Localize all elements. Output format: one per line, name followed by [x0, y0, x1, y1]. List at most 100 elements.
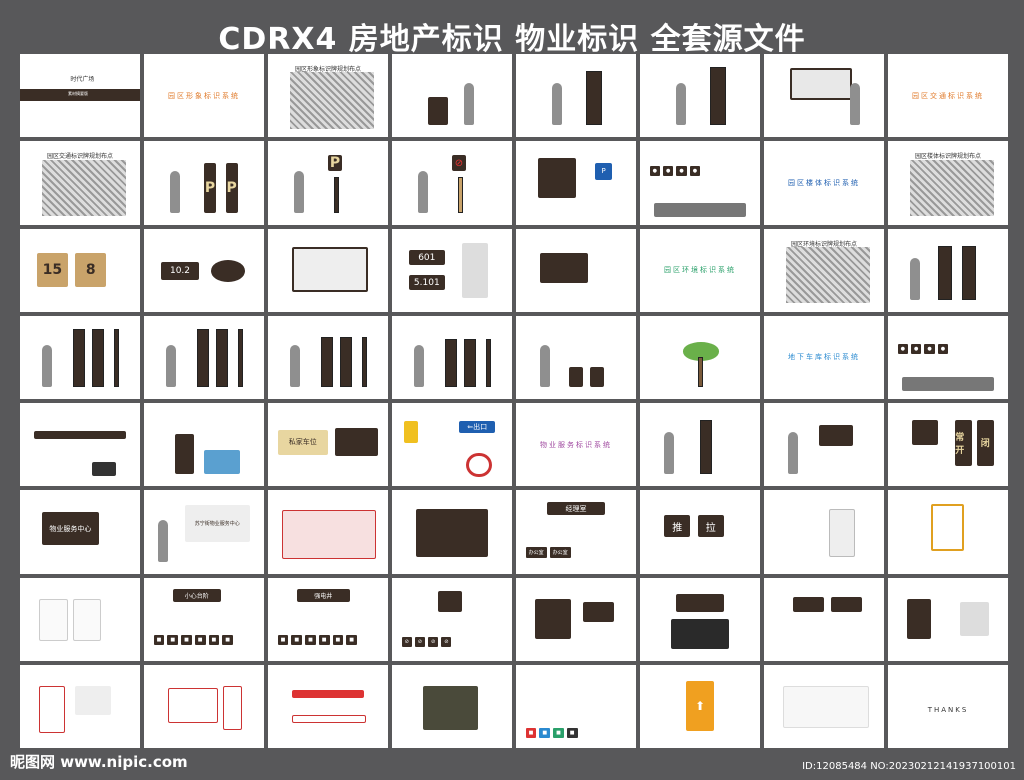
document-page [39, 599, 68, 642]
garage-base [902, 377, 994, 391]
thumb-badge [888, 490, 1008, 574]
building-number-15: 15 [36, 253, 68, 287]
thumb-private-parking: 私家车位 [268, 403, 388, 487]
section-title-property: 物业服务标识系统 [540, 440, 612, 449]
thumb-traffic-section: 园区交通标识系统 [888, 54, 1008, 138]
person-silhouette [676, 83, 686, 126]
thumb-push-pull: 推 拉 [640, 490, 760, 574]
prohibition-sign [437, 590, 462, 613]
thumb-totem-a [20, 315, 140, 399]
rules-plaque [335, 427, 379, 457]
thumb-prohibition-signs: ⊘⊘⊘⊘ [392, 577, 512, 661]
thumbnail-grid: 时代广场 素材摘要版 园区形象标识系统 园区形象标识牌规划布点 园区交通标识系统… [20, 54, 1008, 748]
person-silhouette [294, 170, 305, 213]
gate-icons: ●●●● [649, 166, 751, 177]
thumb-info-plaque: P [516, 141, 636, 225]
person-silhouette [664, 432, 674, 475]
thumb-environment-plan: 园区环境标识牌规划布点 [764, 228, 884, 312]
plan-title-building: 园区楼体标识牌规划布点 [914, 153, 981, 161]
totem-sign [709, 67, 726, 126]
safety-poster [39, 686, 66, 734]
thumb-thanks: THANKS [888, 664, 1008, 748]
plan-title-environment: 园区环境标识牌规划布点 [790, 240, 857, 248]
car-icon [92, 462, 116, 477]
parking-totem: P [204, 162, 216, 213]
warning-sign-row: ■■■■■■ [153, 634, 255, 645]
thanks-text: THANKS [927, 706, 969, 715]
thumb-garage-section: 地下车库标识系统 [764, 315, 884, 399]
plan-title-image: 园区形象标识牌规划布点 [294, 66, 361, 73]
manager-sign: 经理室 [547, 501, 605, 516]
parking-totem: P [225, 162, 238, 213]
staff-badge [931, 503, 964, 551]
bench-photo [423, 686, 479, 730]
totem-sign [216, 329, 228, 387]
small-sign [590, 367, 605, 387]
thumb-property-plaque [764, 403, 884, 487]
wall-plaque [540, 253, 588, 284]
gate-base [654, 202, 746, 217]
mailbox-board [292, 246, 368, 293]
thumb-tree-sign [640, 315, 760, 399]
totem-sign [72, 329, 85, 387]
thumb-height-limit [20, 403, 140, 487]
thumb-gate-sign: ●●●● [640, 141, 760, 225]
thumb-room-number: 601 5.101 [392, 228, 512, 312]
thumb-lawn-stakes [764, 577, 884, 661]
thumb-building-section: 园区楼体标识系统 [764, 141, 884, 225]
lawn-stake-sign [831, 597, 863, 613]
section-title-building: 园区楼体标识系统 [788, 178, 860, 187]
thumb-documents [20, 577, 140, 661]
thumb-totem-c [268, 315, 388, 399]
page-title: CDRX4 房地产标识 物业标识 全套源文件 [218, 22, 806, 57]
door [461, 243, 488, 299]
garage-icons: ●●●● [897, 344, 999, 355]
thumb-property-section: 物业服务标识系统 [516, 403, 636, 487]
cover-logo: 时代广场 [70, 75, 95, 83]
pull-sign: 拉 [697, 515, 724, 537]
thumb-environment-section: 园区环境标识系统 [640, 228, 760, 312]
electric-well-sign: 强电井 [296, 589, 350, 603]
service-desk-wall: 苏宁街物业服务中心 [184, 505, 250, 542]
totem-sign [340, 337, 352, 387]
totem-sign [585, 71, 602, 126]
thumb-small-signs [516, 315, 636, 399]
gate-post [175, 434, 195, 475]
totem-sign [464, 339, 476, 387]
thumb-no-parking-pole: ⊘ [392, 141, 512, 225]
thumb-back-cover [764, 664, 884, 748]
electric-sign-row: ■■■■■■ [277, 634, 379, 645]
trash-bin-row: ■■■■ [525, 728, 627, 738]
thumb-trash-bins: ■■■■ [516, 664, 636, 748]
person-silhouette [289, 345, 300, 387]
unit-oval-sign [211, 260, 245, 282]
cover-band [20, 88, 140, 101]
rules-plaque [535, 599, 572, 640]
thumb-parking-pole: P [268, 141, 388, 225]
sign-box [671, 619, 729, 650]
thumb-cover: 时代广场 素材摘要版 [20, 54, 140, 138]
elevator-plaque [907, 599, 932, 640]
thumb-kiosk [392, 54, 512, 138]
thumb-elevator-sign [888, 577, 1008, 661]
section-title-garage: 地下车库标识系统 [788, 353, 860, 362]
kiosk-panel [428, 97, 448, 126]
thumb-display-board [268, 490, 388, 574]
prohibition-row: ⊘⊘⊘⊘ [401, 636, 503, 647]
totem-sign [320, 337, 333, 387]
room-sign-601: 601 [408, 250, 445, 266]
thumb-garage-entry: ●●●● [888, 315, 1008, 399]
thumb-warning-signs: 小心台阶 ■■■■■■ [144, 577, 264, 661]
notice-board [790, 68, 852, 100]
barrier-arm [292, 714, 366, 723]
person-silhouette [788, 432, 798, 475]
watermark-left: 昵图网 www.nipic.com [10, 753, 188, 771]
site-map-traffic [41, 159, 126, 217]
person-silhouette [418, 170, 429, 213]
thumb-pedestal [764, 490, 884, 574]
totem-sign [938, 245, 953, 300]
plan-title-traffic: 园区交通标识牌规划布点 [46, 153, 113, 161]
totem-sign [485, 339, 491, 387]
safety-box [75, 686, 112, 715]
thumb-lawn-box [640, 577, 760, 661]
